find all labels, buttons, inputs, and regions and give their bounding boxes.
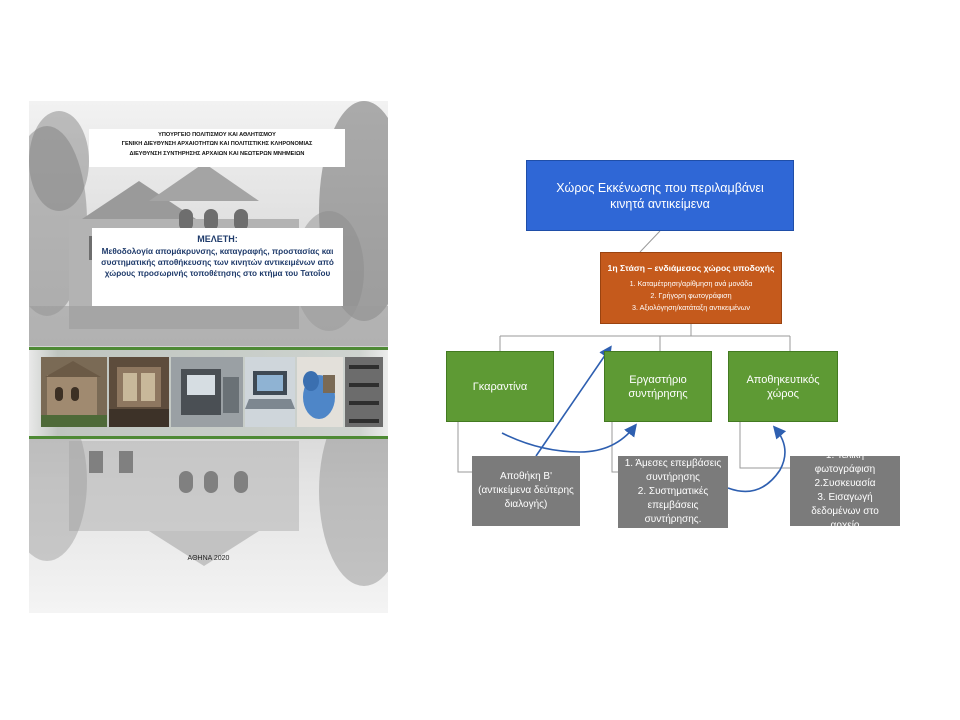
conservation-lab-box: Εργαστήριο συντήρησης <box>604 351 712 422</box>
treatment-item: 2. Συστηματικές επεμβάσεις συντήρησης. <box>637 486 709 525</box>
interior-photo <box>109 357 169 427</box>
cover-photo-strip <box>29 347 388 439</box>
first-stop-item: 2. Γρήγορη φωτογράφιση <box>650 290 732 300</box>
evacuation-space-box: Χώρος Εκκένωσης που περιλαμβάνει κινητά … <box>526 160 794 231</box>
cover-study-title: Μεθοδολογία απομάκρυνσης, καταγραφής, πρ… <box>101 247 334 278</box>
arrow-quarantine-to-lab <box>501 423 637 453</box>
connector-quarantine-to-storeb <box>457 422 472 473</box>
arrow-treatments-to-storage <box>727 425 787 493</box>
diagram-connectors <box>457 230 791 493</box>
mansion-photo <box>41 357 107 427</box>
storage-b-box: Αποθήκη Β' (αντικείμενα δεύτερης διαλογή… <box>472 456 580 526</box>
gloves-photo <box>297 357 343 427</box>
first-stop-item: 1. Καταμέτρηση/αρίθμηση ανά μονάδα <box>629 278 753 288</box>
arrow-storeb-to-lab <box>535 345 612 457</box>
equipment-photo <box>171 357 243 427</box>
treatment-item: 1. Άμεσες επεμβάσεις συντήρησης <box>624 458 722 483</box>
cover-title-box: ΜΕΛΕΤΗ: Μεθοδολογία απομάκρυνσης, καταγρ… <box>92 228 343 306</box>
shelves-photo <box>345 357 383 427</box>
connector-lab-to-treatments <box>611 422 618 473</box>
final-step-item: 3. Εισαγωγή δεδομένων στο αρχείο <box>811 492 879 531</box>
storage-space-box: Αποθηκευτικός χώρος <box>728 351 838 422</box>
first-stop-box: 1η Στάση – ενδιάμεσος χώρος υποδοχής 1. … <box>600 252 782 324</box>
final-step-item: 2.Συσκευασία <box>814 478 876 489</box>
cover-header-line: ΥΠΟΥΡΓΕΙΟ ΠΟΛΙΤΙΣΜΟΥ ΚΑΙ ΑΘΛΗΤΙΣΜΟΥ <box>158 132 276 138</box>
treatments-box: 1. Άμεσες επεμβάσεις συντήρησης 2. Συστη… <box>618 456 728 528</box>
flow-diagram: Χώρος Εκκένωσης που περιλαμβάνει κινητά … <box>430 150 910 550</box>
first-stop-item: 3. Αξιολόγηση/κατάταξη αντικειμένων <box>632 302 750 312</box>
study-cover: ΥΠΟΥΡΓΕΙΟ ΠΟΛΙΤΙΣΜΟΥ ΚΑΙ ΑΘΛΗΤΙΣΜΟΥ ΓΕΝΙ… <box>29 101 388 613</box>
final-step-item: 1. Τελική φωτογράφιση <box>814 450 876 475</box>
cover-header-line: ΔΙΕΥΘΥΝΣΗ ΣΥΝΤΗΡΗΣΗΣ ΑΡΧΑΙΩΝ ΚΑΙ ΝΕΩΤΕΡΩ… <box>129 150 305 157</box>
final-steps-box: 1. Τελική φωτογράφιση 2.Συσκευασία 3. Ει… <box>790 450 900 531</box>
connector-storage-to-final <box>739 422 790 469</box>
cover-ministry-header: ΥΠΟΥΡΓΕΙΟ ΠΟΛΙΤΙΣΜΟΥ ΚΑΙ ΑΘΛΗΤΙΣΜΟΥ ΓΕΝΙ… <box>89 129 345 167</box>
cover-study-label: ΜΕΛΕΤΗ: <box>197 234 238 244</box>
laptop-photo <box>245 357 295 427</box>
cover-footer: ΑΘΗΝΑ 2020 <box>187 555 230 562</box>
first-stop-title: 1η Στάση – ενδιάμεσος χώρος υποδοχής <box>607 262 775 273</box>
cover-header-line: ΓΕΝΙΚΗ ΔΙΕΥΘΥΝΣΗ ΑΡΧΑΙΟΤΗΤΩΝ ΚΑΙ ΠΟΛΙΤΙΣ… <box>121 141 313 148</box>
connector-top-to-stage <box>639 230 661 253</box>
quarantine-box: Γκαραντίνα <box>446 351 554 422</box>
